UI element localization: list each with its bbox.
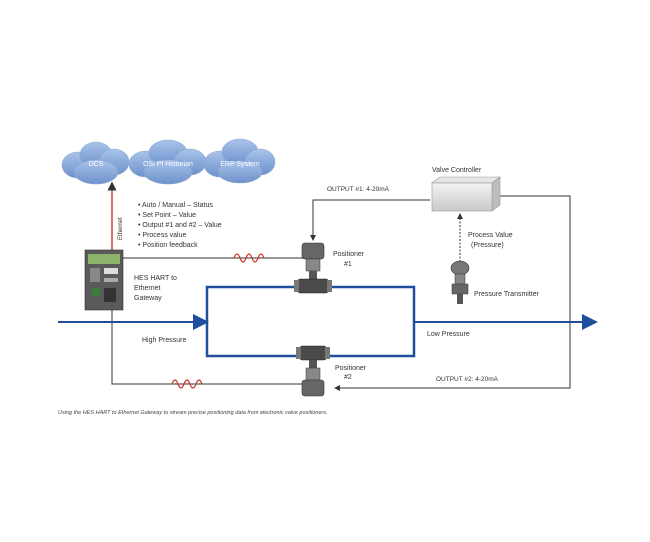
valve-controller-label: Valve Controller bbox=[432, 167, 482, 174]
cloud-dcs-label: DCS bbox=[89, 161, 104, 168]
output2-label: OUTPUT #2: 4-20mA bbox=[436, 376, 499, 383]
cloud-dcs: DCS bbox=[61, 141, 130, 185]
positioner-2-valve bbox=[296, 345, 330, 397]
gateway-device bbox=[84, 249, 124, 311]
bullet-5: • Position feedback bbox=[138, 242, 198, 249]
bullet-3: • Output #1 and #2 – Value bbox=[138, 222, 222, 229]
data-points-list: • Auto / Manual – Status • Set Point – V… bbox=[138, 202, 222, 249]
caption: Using the HES HART to Ethernet Gateway t… bbox=[58, 410, 328, 416]
positioner-1-label-1: Positioner bbox=[333, 251, 365, 258]
cloud-osi-pi: OSi PI Historian bbox=[128, 139, 207, 185]
process-value-label-2: (Pressure) bbox=[471, 242, 504, 249]
hart-wave-2 bbox=[171, 379, 203, 389]
pressure-transmitter-device bbox=[450, 260, 470, 304]
positioner-2-label-2: #2 bbox=[344, 374, 352, 381]
positioner-1-label-2: #1 bbox=[344, 261, 352, 268]
gateway-label-3: Gateway bbox=[134, 295, 162, 302]
gateway-label-1: HES HART to bbox=[134, 275, 177, 282]
gateway-label-2: Ethernet bbox=[134, 285, 161, 292]
output1-label: OUTPUT #1: 4-20mA bbox=[327, 186, 390, 193]
output1-wire bbox=[310, 199, 430, 241]
positioner-1-valve bbox=[294, 242, 332, 294]
cloud-erp-label: ERP System bbox=[220, 161, 260, 168]
bullet-2: • Set Point – Value bbox=[138, 212, 196, 219]
cloud-erp: ERP System bbox=[203, 138, 276, 184]
positioner-2-label-1: Positioner bbox=[335, 365, 367, 372]
ethernet-label: Ethernet bbox=[118, 217, 124, 240]
bullet-1: • Auto / Manual – Status bbox=[138, 202, 213, 209]
hart-wave-1 bbox=[233, 253, 265, 263]
high-pressure-label: High Pressure bbox=[142, 337, 186, 344]
cloud-osi-pi-label: OSi PI Historian bbox=[143, 161, 193, 168]
output2-wire bbox=[334, 195, 571, 391]
pipe-loop bbox=[205, 285, 416, 358]
low-pressure-label: Low Pressure bbox=[427, 331, 470, 338]
pressure-transmitter-label: Pressure Transmitter bbox=[474, 291, 540, 298]
signal-wire-2 bbox=[111, 310, 305, 385]
valve-controller-box bbox=[431, 176, 501, 212]
bullet-4: • Process value bbox=[138, 232, 186, 239]
process-value-label-1: Process Value bbox=[468, 232, 513, 239]
